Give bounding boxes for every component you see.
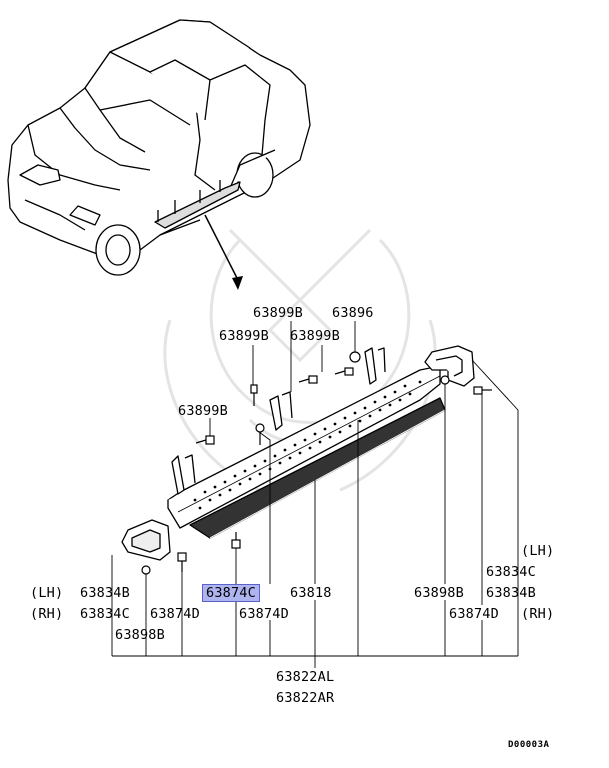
part-63899b-top[interactable]: 63899B [253,305,303,321]
part-63874d-right[interactable]: 63874D [449,606,499,622]
part-63834b-right[interactable]: 63834B [486,585,536,601]
part-63834b-left[interactable]: 63834B [80,585,130,601]
side-step-board [167,347,446,539]
part-63822ar[interactable]: 63822AR [276,690,335,706]
part-63896[interactable]: 63896 [332,305,374,321]
part-63899b-right[interactable]: 63899B [290,328,340,344]
leader-lines [111,321,519,668]
end-caps [121,345,475,561]
direction-arrow [204,214,243,290]
side-rh-left: (RH) [30,606,64,622]
part-63874d-left[interactable]: 63874D [150,606,200,622]
part-63834c-left[interactable]: 63834C [80,606,130,622]
diagram-code: D00003A [508,740,550,750]
part-63874d-middle[interactable]: 63874D [239,606,289,622]
part-63874c-highlighted[interactable]: 63874C [202,584,260,602]
side-lh-left: (LH) [30,585,64,601]
part-63899b-mid[interactable]: 63899B [178,403,228,419]
part-63822al[interactable]: 63822AL [276,669,335,685]
part-63899b-left[interactable]: 63899B [219,328,269,344]
part-63834c-right[interactable]: 63834C [486,564,536,580]
side-rh-right: (RH) [521,606,555,622]
part-63898b-left[interactable]: 63898B [115,627,165,643]
part-63898b-right[interactable]: 63898B [414,585,464,601]
side-lh-right: (LH) [521,543,555,559]
part-63818[interactable]: 63818 [290,585,332,601]
vehicle-illustration [7,19,311,276]
